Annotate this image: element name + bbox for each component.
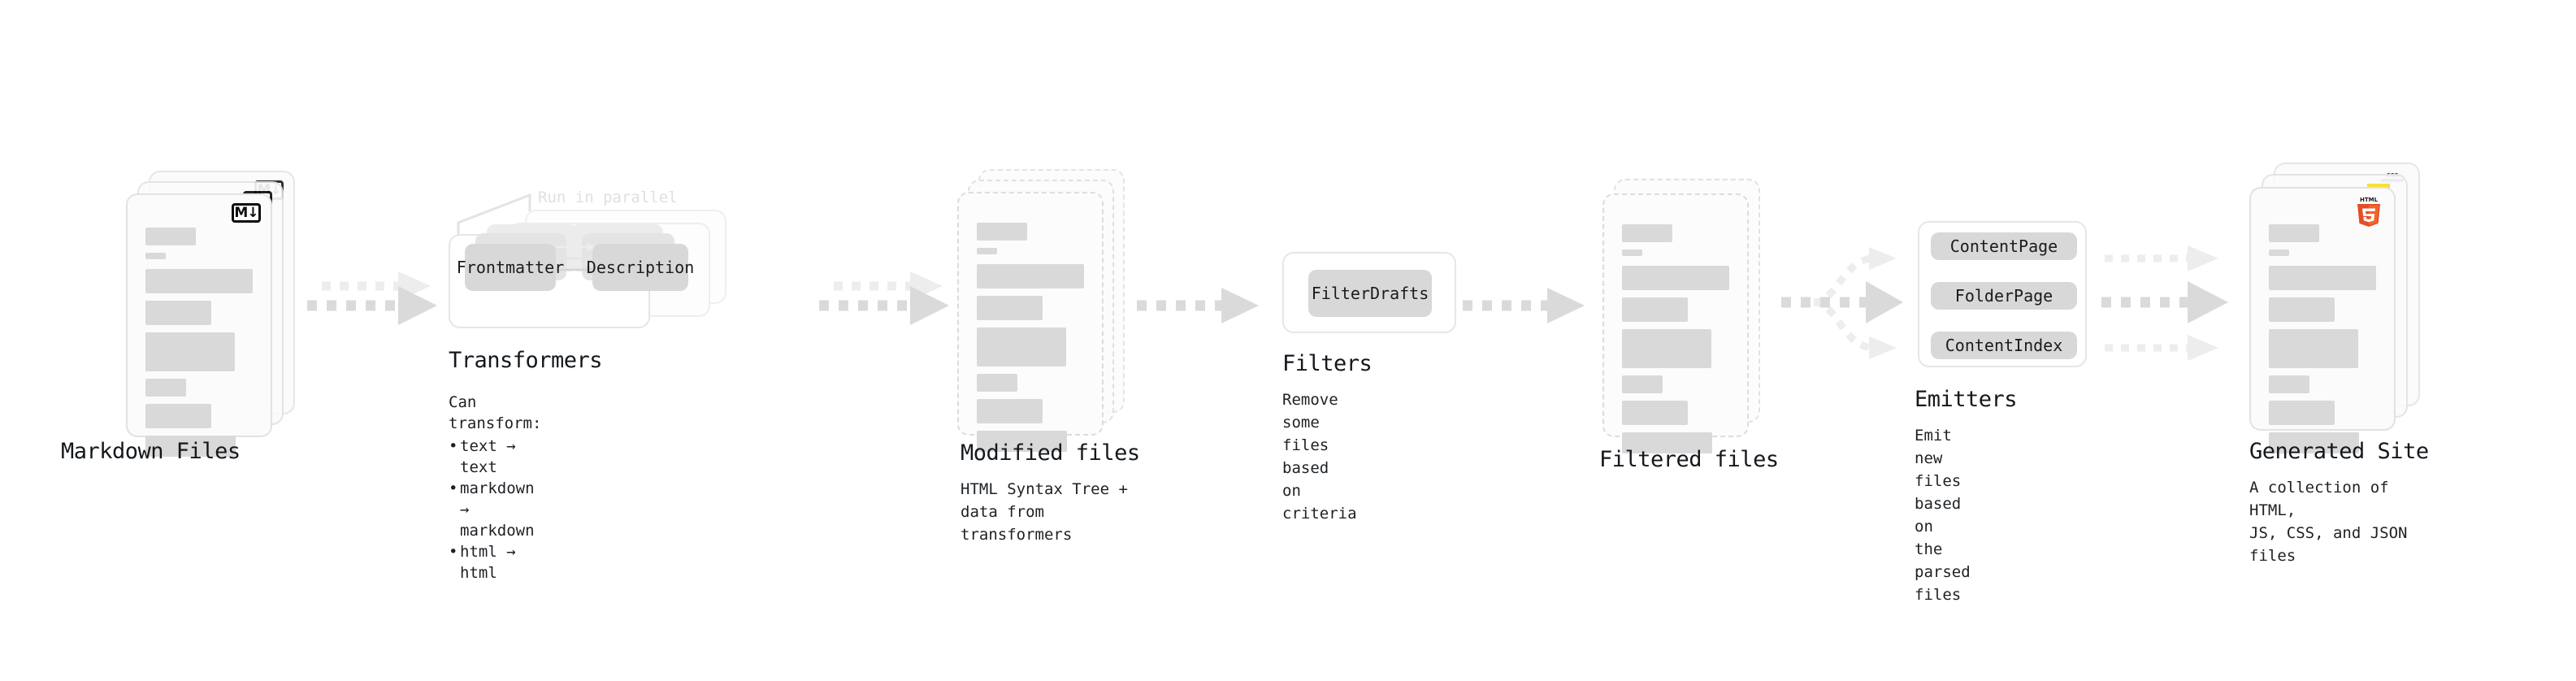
pill-filterdrafts-label: FilterDrafts	[1311, 284, 1429, 303]
svg-text:HTML: HTML	[2360, 197, 2379, 203]
pill-contentpage-label: ContentPage	[1949, 236, 2058, 256]
connector-modified-to-filters	[1137, 286, 1267, 335]
page-title-markdown-files: Markdown Files	[61, 439, 241, 464]
page-title-generated-site: Generated Site	[2249, 439, 2429, 464]
pill-folderpage[interactable]: FolderPage	[1931, 282, 2077, 310]
card-skeleton-lines	[145, 228, 253, 464]
connector-emitters-to-site	[2097, 229, 2251, 375]
stage-modified-files: Modified files HTML Syntax Tree + data f…	[957, 169, 1140, 544]
transformers-capability-list: Can transform: text → text markdown → ma…	[449, 392, 541, 583]
description-generated-site: A collection of HTML, JS, CSS, and JSON …	[2249, 479, 2408, 565]
markdown-icon: M↓	[232, 203, 261, 223]
list-item: markdown → markdown	[449, 478, 541, 541]
pill-frontmatter-label: Frontmatter	[456, 258, 565, 277]
stage-markdown-files: M↓ M↓ M↓	[61, 171, 297, 464]
page-title-transformers: Transformers	[449, 348, 603, 373]
site-card-front: HTML	[2249, 187, 2396, 453]
card-skeleton-lines	[977, 223, 1084, 459]
page-title-modified-files: Modified files	[961, 440, 1140, 466]
run-in-parallel-bracket	[455, 192, 553, 242]
list-item: html → html	[449, 541, 541, 583]
pill-contentindex-label: ContentIndex	[1945, 336, 2063, 355]
connector-transformers-to-modified	[819, 270, 957, 343]
card-skeleton-lines	[2269, 224, 2376, 461]
html5-icon: HTML	[2355, 195, 2383, 228]
pill-description[interactable]: Description	[587, 244, 694, 291]
connector-filtered-to-emitters	[1773, 229, 1919, 375]
run-in-parallel-label: Run in parallel	[538, 189, 678, 206]
connector-filters-to-filtered	[1463, 286, 1593, 335]
pill-filterdrafts[interactable]: FilterDrafts	[1308, 270, 1432, 317]
transformers-box: Frontmatter Description	[449, 224, 694, 328]
filters-box: FilterDrafts	[1282, 252, 1456, 333]
page-title-filters: Filters	[1282, 351, 1373, 376]
filtered-card-front	[1602, 193, 1749, 453]
card-skeleton-lines	[1622, 224, 1729, 461]
pill-description-label: Description	[586, 258, 695, 277]
stage-filtered-files: Filtered files	[1599, 179, 1779, 472]
markdown-card-front: M↓	[126, 193, 272, 457]
markdown-icon-label: M↓	[234, 204, 258, 221]
description-filters: Remove some files based on criteria	[1282, 391, 1357, 523]
list-item: text → text	[449, 436, 541, 478]
emitters-box: ContentPage FolderPage ContentIndex	[1918, 221, 2087, 367]
pill-folderpage-label: FolderPage	[1954, 286, 2053, 306]
connector-md-to-transformers	[307, 270, 445, 343]
page-title-emitters: Emitters	[1915, 387, 2018, 412]
description-modified-files: HTML Syntax Tree + data from transformer…	[961, 480, 1128, 544]
transformers-list-lead: Can transform:	[449, 393, 542, 432]
pill-contentpage[interactable]: ContentPage	[1931, 232, 2077, 260]
description-emitters: Emit new files based on the parsed files	[1915, 427, 1971, 604]
page-title-filtered-files: Filtered files	[1599, 447, 1779, 472]
pill-contentindex[interactable]: ContentIndex	[1931, 332, 2077, 359]
connector-frontmatter-to-description	[556, 242, 601, 288]
modified-card-front	[957, 192, 1104, 452]
pill-frontmatter[interactable]: Frontmatter	[457, 244, 564, 291]
stage-generated-site: CSS HTML	[2249, 163, 2429, 565]
